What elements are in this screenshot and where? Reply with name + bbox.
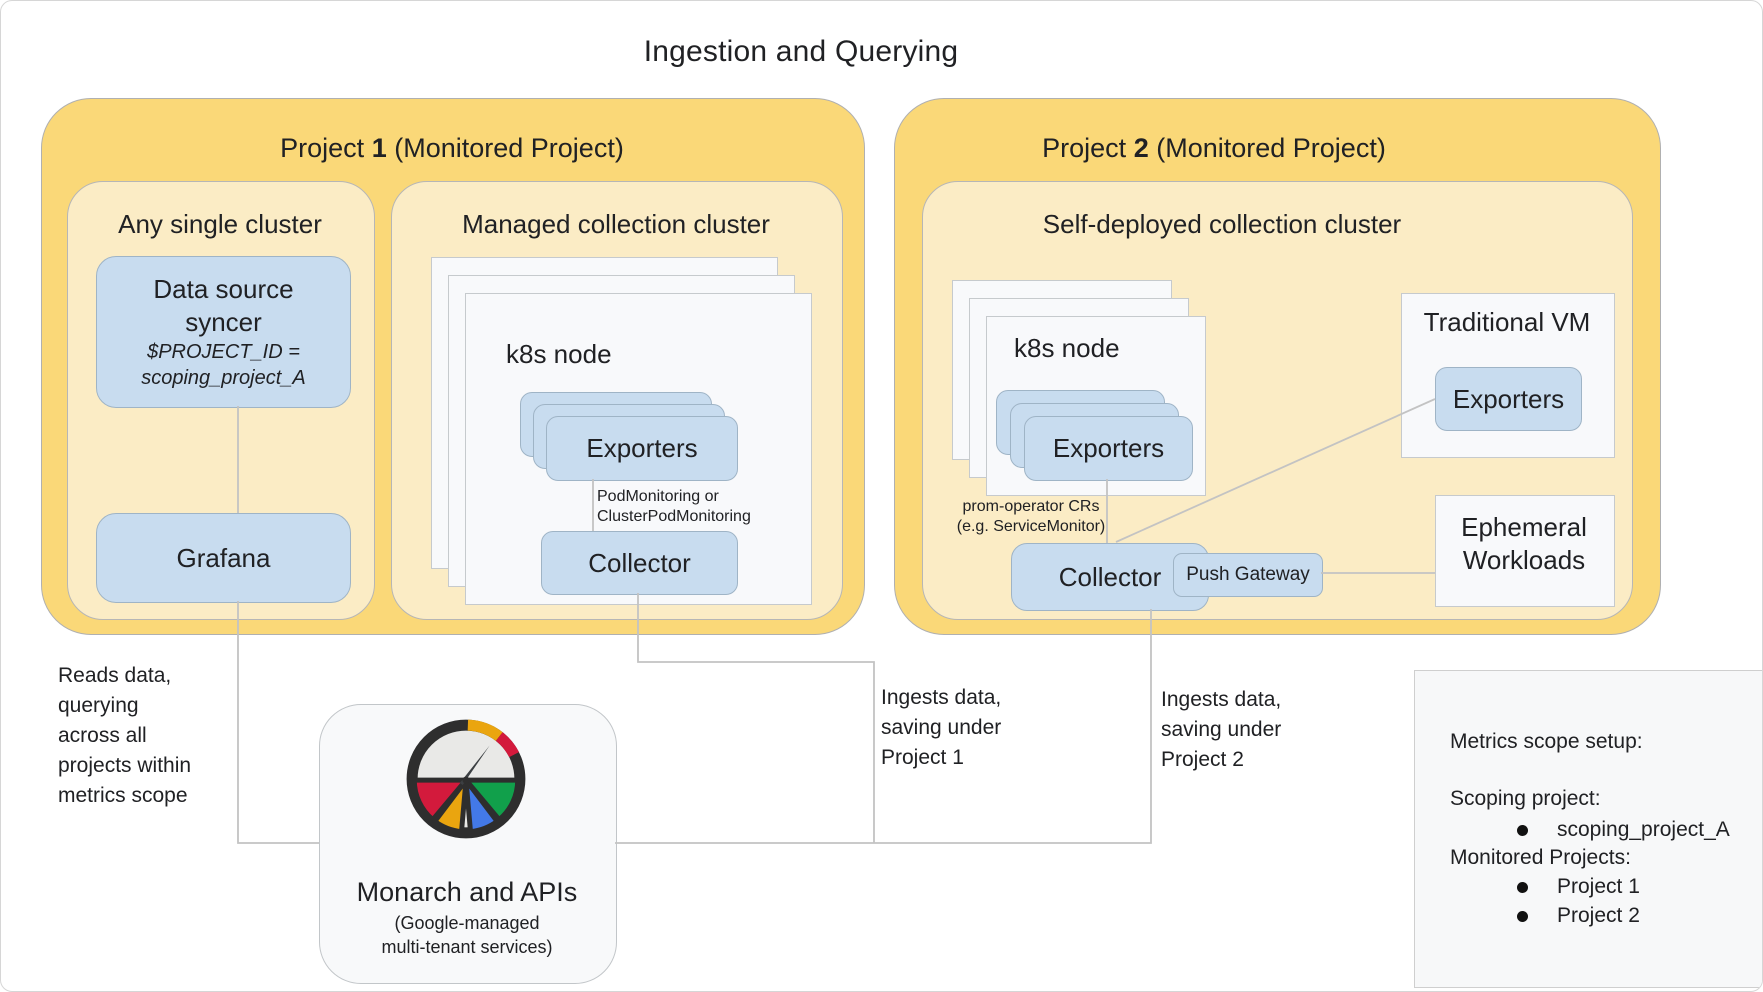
monitored-project-item-1: Project 1 xyxy=(1557,875,1640,898)
collector-box-2: Collector xyxy=(1011,543,1209,611)
exporters-label-2: Exporters xyxy=(1052,433,1165,463)
exporters-box-2: Exporters xyxy=(1024,416,1193,481)
ephemeral-workloads-label: Ephemeral Workloads xyxy=(1461,512,1587,575)
project1-header: Project 1 (Monitored Project) xyxy=(280,133,624,163)
vm-exporters-box: Exporters xyxy=(1435,367,1582,431)
grafana-box: Grafana xyxy=(96,513,351,603)
ingests-project2-annotation: Ingests data, saving under Project 2 xyxy=(1161,688,1282,771)
grafana-label: Grafana xyxy=(176,542,271,573)
page-title: Ingestion and Querying xyxy=(643,35,959,68)
project-id-param-line2: scoping_project_A xyxy=(141,367,306,389)
vm-exporters-label: Exporters xyxy=(1452,383,1565,414)
bullet-icon xyxy=(1517,911,1528,922)
podmonitoring-note: PodMonitoring or ClusterPodMonitoring xyxy=(597,488,751,525)
bullet-icon xyxy=(1517,882,1528,893)
monarch-title: Monarch and APIs xyxy=(356,877,578,907)
managed-collection-cluster-title: Managed collection cluster xyxy=(462,209,770,239)
ephemeral-workloads-box xyxy=(1435,495,1615,607)
collector-label-1: Collector xyxy=(588,547,691,578)
exporters-label-1: Exporters xyxy=(586,433,698,463)
monitored-projects-label: Monitored Projects: xyxy=(1450,846,1631,869)
project-id-param-line1: $PROJECT_ID = xyxy=(147,341,300,363)
monarch-subtitle: (Google-managed multi-tenant services) xyxy=(381,913,553,957)
scoping-project-item: scoping_project_A xyxy=(1557,818,1730,841)
data-source-syncer-label-line1: Data source xyxy=(153,274,294,304)
push-gateway-box: Push Gateway xyxy=(1173,553,1323,597)
scoping-project-label: Scoping project: xyxy=(1450,787,1601,810)
data-source-syncer-box: Data source syncer $PROJECT_ID = scoping… xyxy=(96,256,351,408)
self-deployed-cluster-title: Self-deployed collection cluster xyxy=(1042,209,1402,239)
metrics-scope-title: Metrics scope setup: xyxy=(1450,730,1643,753)
data-source-syncer-label-line2: syncer xyxy=(185,307,262,337)
monitored-project-item-2: Project 2 xyxy=(1557,904,1640,927)
ingests-project1-annotation: Ingests data, saving under Project 1 xyxy=(881,686,1002,769)
metrics-scope-panel xyxy=(1414,670,1762,988)
monarch-gauge-icon xyxy=(406,719,526,839)
k8s-node-label-2: k8s node xyxy=(1014,333,1120,363)
exporters-box-1: Exporters xyxy=(546,416,738,481)
traditional-vm-title: Traditional VM xyxy=(1423,307,1591,337)
bullet-icon xyxy=(1517,825,1528,836)
push-gateway-label: Push Gateway xyxy=(1186,564,1310,585)
collector-box-1: Collector xyxy=(541,531,738,595)
prom-operator-note: prom-operator CRs (e.g. ServiceMonitor) xyxy=(956,498,1106,535)
collector-label-2: Collector xyxy=(1058,561,1162,592)
any-single-cluster-title: Any single cluster xyxy=(118,209,322,239)
reads-data-annotation: Reads data, querying across all projects… xyxy=(58,664,192,807)
k8s-node-label-1: k8s node xyxy=(506,339,612,369)
project2-header: Project 2 (Monitored Project) xyxy=(1042,133,1386,163)
